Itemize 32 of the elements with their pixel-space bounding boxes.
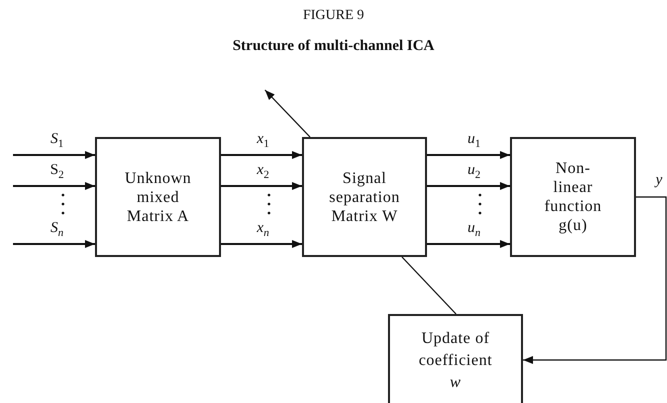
arrow — [523, 196, 667, 364]
arrow — [221, 182, 302, 190]
process-box — [388, 314, 523, 403]
edge-label: S$_{2}$ — [50, 162, 64, 183]
diagram-title: Structure of multi-channel ICA — [232, 38, 436, 55]
edge-label: y — [656, 172, 662, 188]
edge-label: u$_{2}$ — [468, 162, 480, 183]
arrow — [427, 240, 510, 248]
process-box — [510, 137, 636, 257]
edge-label: S$_{n}$ — [50, 220, 64, 241]
edge-label: x$_{n}$ — [256, 220, 270, 241]
edge-label: S$_{1}$ — [50, 131, 64, 152]
arrow — [427, 151, 510, 159]
connector-line — [402, 256, 456, 314]
arrow — [427, 182, 510, 190]
edge-label: u$_{n}$ — [468, 220, 480, 241]
arrow — [13, 182, 95, 190]
arrow — [221, 151, 302, 159]
box-label: Non-linear function g(u) — [543, 159, 603, 235]
arrow — [221, 240, 302, 248]
arrow — [264, 90, 310, 138]
process-box — [95, 137, 221, 257]
box-label: Signal separation Matrix W — [328, 168, 401, 226]
box-label: Update of coefficient w — [418, 329, 494, 393]
edge-label: u$_{1}$ — [468, 131, 480, 152]
arrow — [13, 240, 95, 248]
arrow — [13, 151, 95, 159]
edge-label: x$_{1}$ — [256, 131, 270, 152]
box-label: Unknown mixed Matrix A — [124, 168, 192, 226]
figure-caption: FIGURE 9 — [302, 8, 366, 24]
edge-label: x$_{2}$ — [256, 162, 270, 183]
process-box — [302, 137, 427, 257]
